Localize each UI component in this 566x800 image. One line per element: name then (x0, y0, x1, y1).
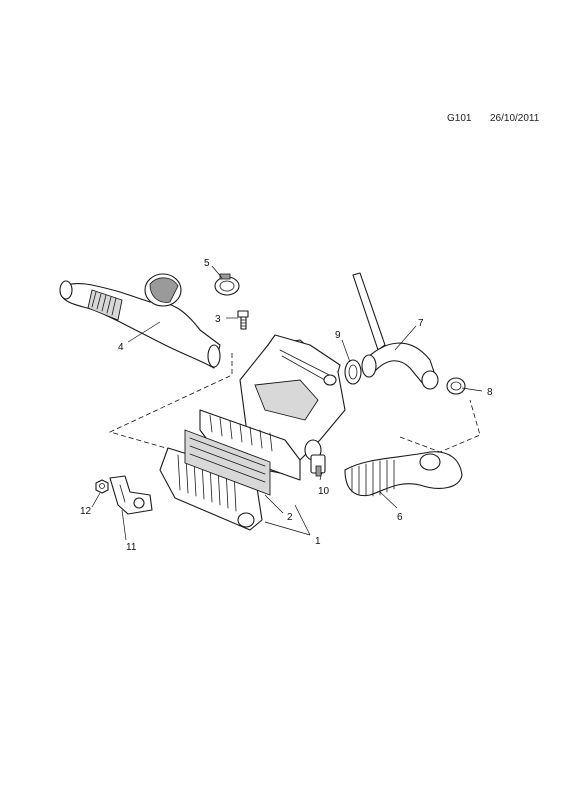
callout-labels: 5 3 4 9 7 8 10 6 2 1 12 11 (80, 258, 493, 553)
callout-10: 10 (318, 486, 330, 497)
callout-8: 8 (487, 387, 493, 398)
callout-7: 7 (418, 318, 424, 329)
nut-part-12 (95, 479, 109, 494)
hose-clamp-part-8 (446, 377, 466, 395)
diagram-date: 26/10/2011 (490, 113, 540, 124)
bracket-part-11 (109, 475, 153, 515)
callout-2: 2 (287, 512, 293, 523)
callout-5: 5 (204, 258, 210, 269)
breather-hose-part-7 (352, 272, 439, 390)
diagram-code: G101 (447, 113, 472, 124)
leader-lines (91, 265, 483, 541)
corrugated-hose-part-6 (344, 451, 463, 497)
intake-duct-part-4 (59, 273, 221, 369)
callout-1: 1 (315, 536, 321, 547)
callout-9: 9 (335, 330, 341, 341)
filter-element-part-2 (184, 429, 271, 496)
sensor-part-10 (310, 454, 326, 477)
bolt-part-3 (237, 310, 249, 330)
callout-12: 12 (80, 506, 92, 517)
hose-clamp-part-9 (344, 359, 362, 385)
callout-11: 11 (126, 542, 137, 553)
callout-3: 3 (215, 314, 221, 325)
assembly-guide-lines (108, 353, 481, 453)
callout-6: 6 (397, 512, 403, 523)
hose-clamp-part-5 (214, 273, 240, 296)
callout-4: 4 (118, 342, 124, 353)
air-cleaner-housing-part-1 (159, 334, 346, 531)
